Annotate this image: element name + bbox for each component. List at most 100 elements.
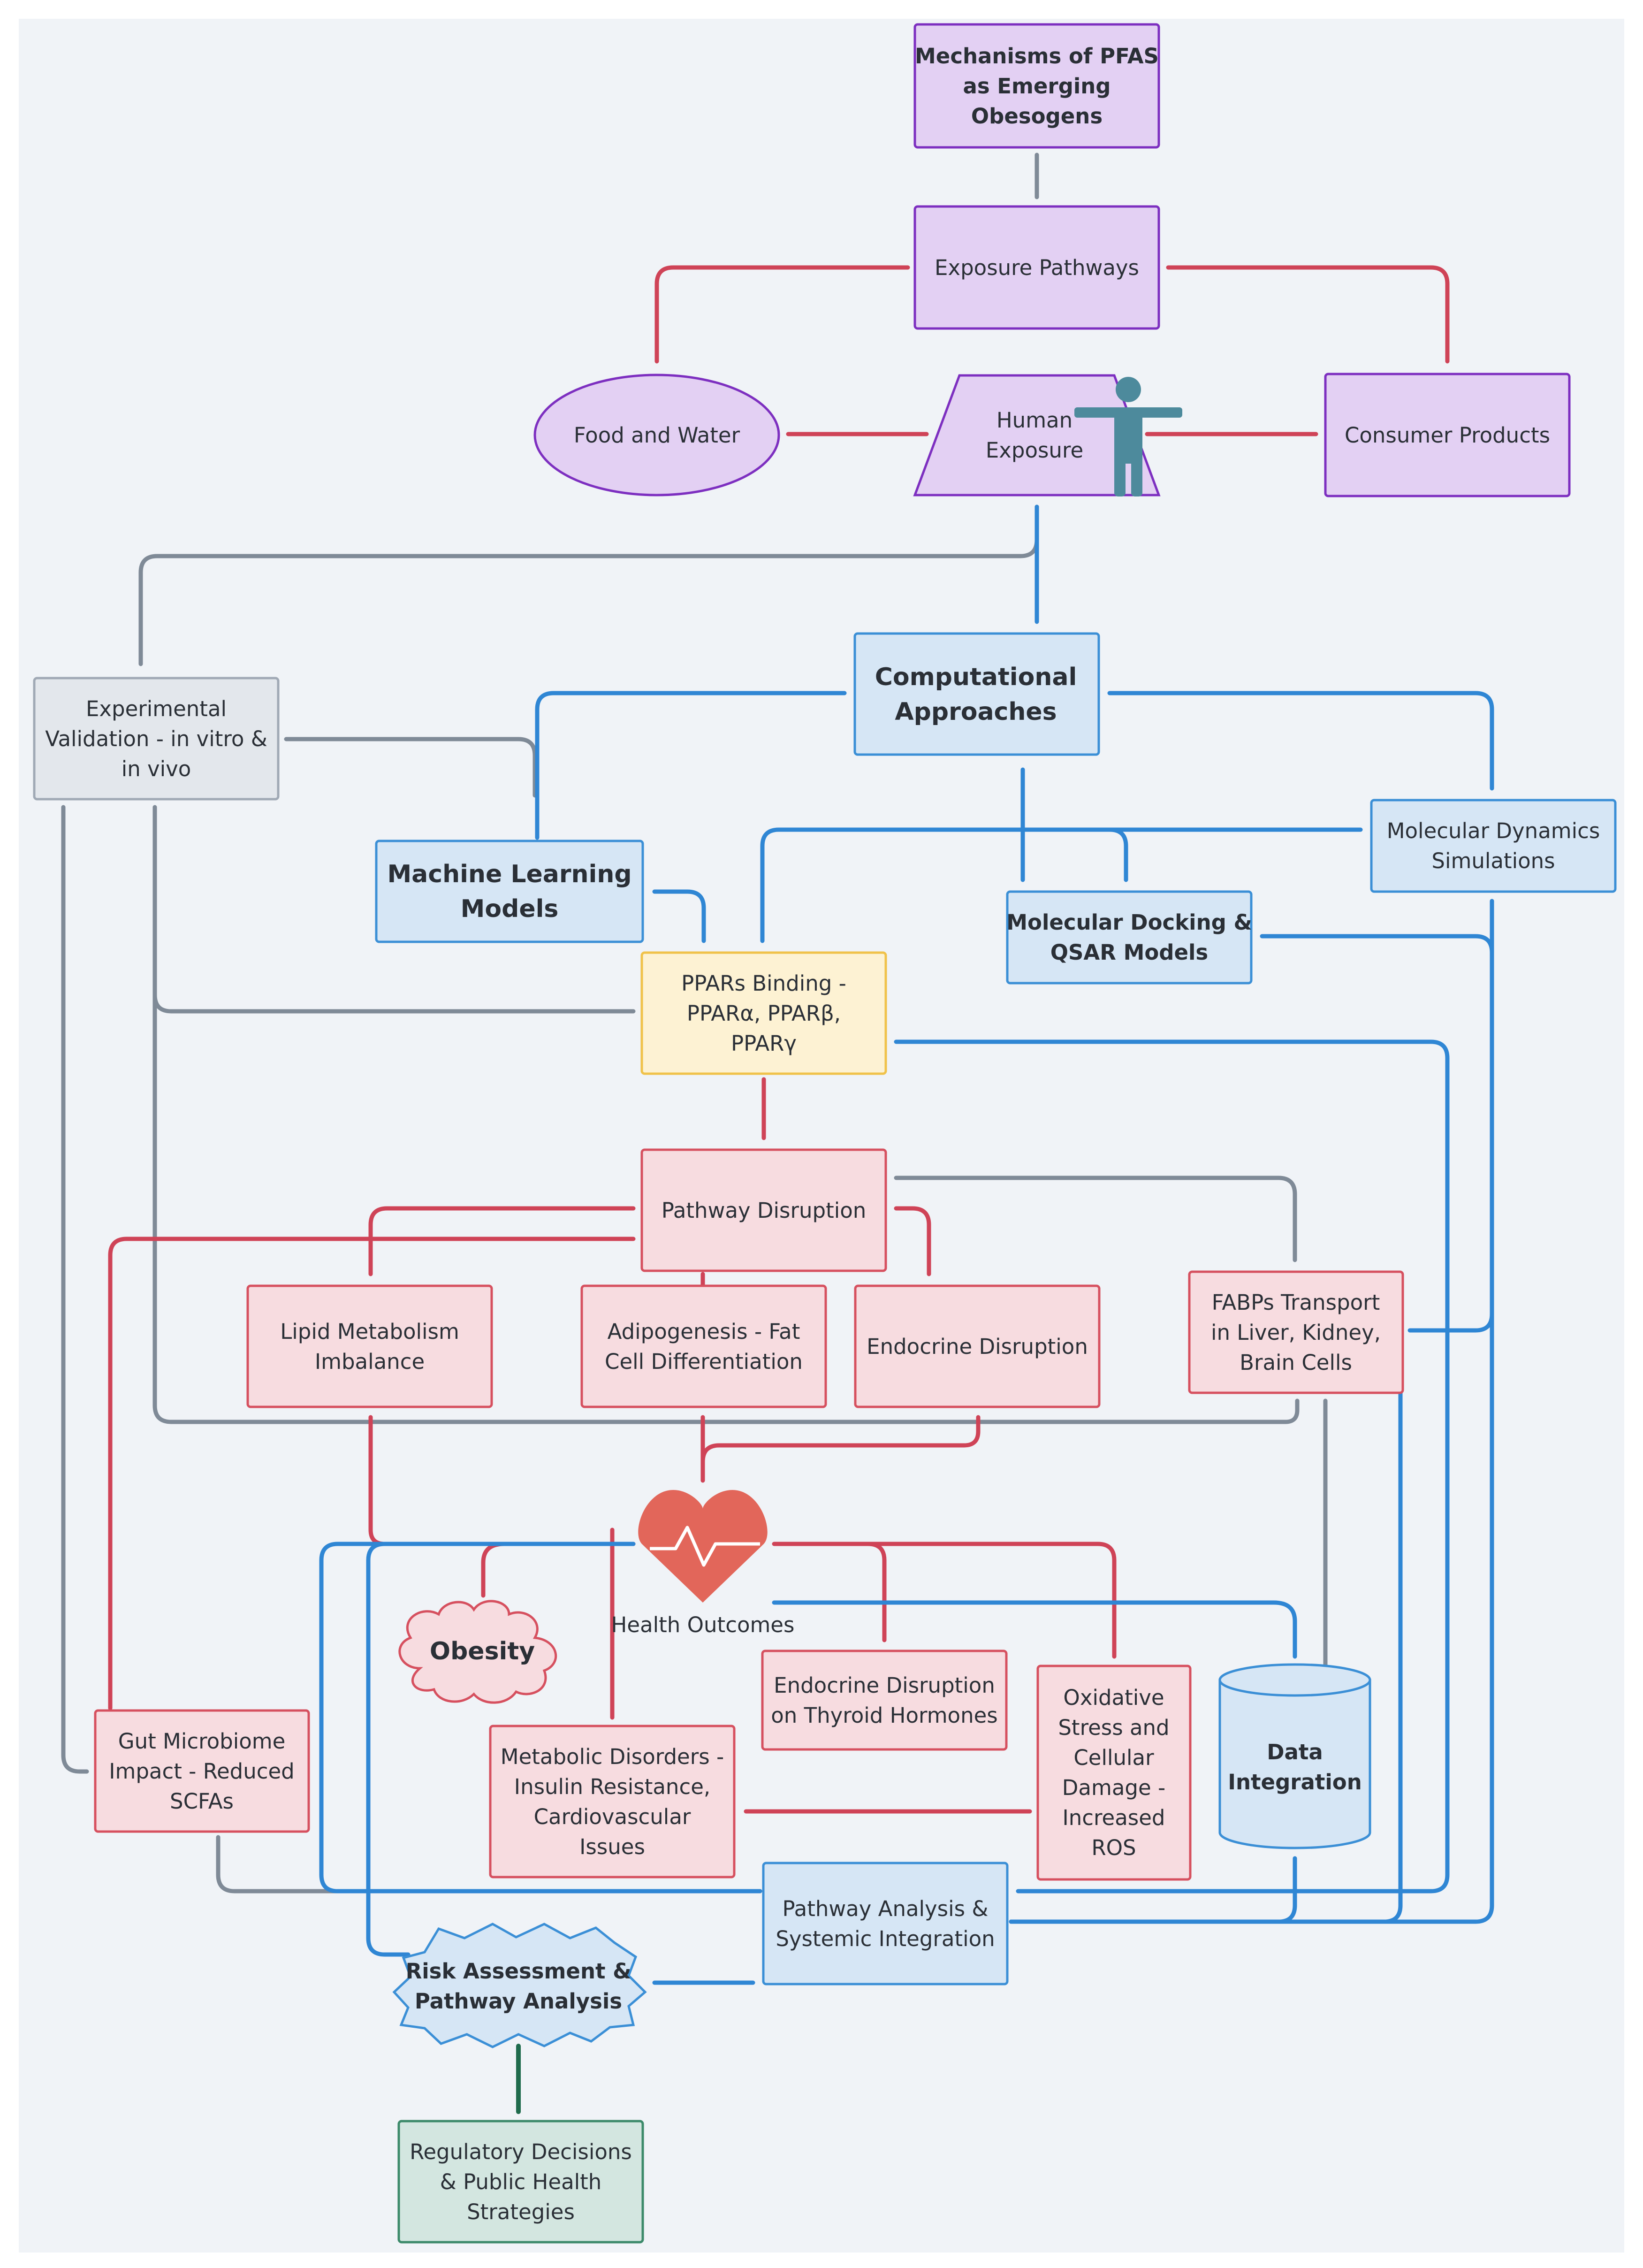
label-line: Adipogenesis - Fat	[608, 1319, 800, 1344]
node-food-water-label: Food and Water	[574, 423, 740, 448]
node-health-outcomes[interactable]: Health Outcomes	[611, 1490, 795, 1637]
label-line: PPARα, PPARβ,	[687, 1001, 841, 1026]
node-obesity[interactable]: Obesity	[398, 1600, 557, 1704]
edge-pathway-to-endocrine	[894, 1206, 931, 1276]
edge-md-to-pathway-analysis	[1009, 899, 1494, 1924]
edge-exposure-to-consumer	[1166, 265, 1450, 364]
label-line: Issues	[579, 1834, 645, 1859]
node-endocrine-disruption-label: Endocrine Disruption	[867, 1334, 1088, 1359]
node-endocrine-disruption[interactable]: Endocrine Disruption	[854, 1284, 1101, 1408]
node-fabps-transport-label: FABPs Transport in Liver, Kidney, Brain Ce…	[1211, 1290, 1381, 1375]
label-line: Data	[1267, 1740, 1323, 1764]
node-endocrine-thyroid[interactable]: Endocrine Disruption on Thyroid Hormones	[761, 1649, 1008, 1751]
edge-docking-loop	[783, 827, 1128, 882]
label-line: Machine Learning	[387, 860, 631, 888]
edge-experimental-to-gut	[61, 805, 89, 1774]
label-line: on Thyroid Hormones	[771, 1703, 998, 1728]
edge-pathway-analysis-to-fabps	[1009, 1387, 1403, 1924]
node-exposure-pathways-label: Exposure Pathways	[935, 255, 1139, 280]
label-line: PPARγ	[731, 1031, 797, 1056]
label-line: Systemic Integration	[776, 1926, 995, 1951]
node-pathway-disruption[interactable]: Pathway Disruption	[640, 1148, 887, 1272]
node-ppars-binding[interactable]: PPARs Binding - PPARα, PPARβ, PPARγ	[640, 951, 887, 1075]
node-consumer-products-label: Consumer Products	[1345, 423, 1550, 448]
label-line: Endocrine Disruption	[774, 1673, 995, 1698]
label-line: Human	[996, 408, 1073, 433]
label-line: Oxidative	[1063, 1685, 1164, 1710]
label-line: Consumer Products	[1345, 423, 1550, 448]
label-line: Experimental	[86, 696, 227, 721]
node-risk-assessment[interactable]: Risk Assessment &Pathway Analysis	[392, 1923, 647, 2048]
label-line: SCFAs	[170, 1789, 234, 1814]
edge-computational-to-md	[1107, 691, 1494, 791]
label-line: as Emerging	[963, 74, 1111, 99]
heartbeat-line	[650, 1526, 760, 1567]
label-line: Damage -	[1062, 1775, 1165, 1800]
edge-experimental-to-ml	[284, 737, 537, 798]
node-molecular-docking-label: Molecular Docking & QSAR Models	[1006, 910, 1252, 965]
edge-ml-to-ppars	[652, 889, 706, 943]
label-line: Models	[461, 895, 559, 923]
label-line: Strategies	[467, 2199, 575, 2224]
node-health-outcomes-label: Health Outcomes	[611, 1612, 795, 1637]
label-line: Obesogens	[971, 104, 1103, 129]
edge-data-to-pathway-analysis	[1009, 1856, 1297, 1924]
node-obesity-label: Obesity	[430, 1637, 535, 1665]
label-line: Approaches	[895, 698, 1057, 726]
edge-gut-to-pathway	[108, 1237, 636, 1711]
node-food-water[interactable]: Food and Water	[533, 374, 780, 496]
label-line: Gut Microbiome	[118, 1729, 286, 1754]
edge-exposure-to-food	[654, 265, 910, 364]
label-line: FABPs Transport	[1212, 1290, 1380, 1315]
label-line: Exposure	[986, 438, 1083, 463]
label-line: Molecular Dynamics	[1387, 818, 1600, 843]
label-line: Regulatory Decisions	[410, 2139, 632, 2164]
node-metabolic-disorders[interactable]: Metabolic Disorders -Insulin Resistance,…	[489, 1725, 736, 1879]
label-line: Food and Water	[574, 423, 740, 448]
label-line: Simulations	[1431, 848, 1555, 873]
label-line: PPARs Binding -	[681, 971, 846, 996]
person-icon	[1074, 377, 1182, 496]
edge-computational-to-ml	[535, 691, 847, 840]
label-line: Molecular Docking &	[1006, 910, 1252, 935]
node-consumer-products[interactable]: Consumer Products	[1324, 373, 1571, 497]
label-line: Impact - Reduced	[109, 1759, 295, 1784]
edge-pathway-analysis-to-gut	[216, 1835, 762, 1894]
edge-experimental-to-fabps	[152, 993, 1300, 1424]
starburst-shape	[392, 1923, 647, 2048]
label-line: QSAR Models	[1050, 940, 1208, 965]
node-endocrine-thyroid-label: Endocrine Disruption on Thyroid Hormones	[771, 1673, 998, 1728]
node-metabolic-disorders-label: Metabolic Disorders -Insulin Resistance,…	[501, 1744, 724, 1859]
edge-endocrine-to-health	[700, 1415, 981, 1464]
label-line: Integration	[1228, 1770, 1362, 1795]
label-line: Validation - in vitro &	[45, 726, 267, 751]
node-molecular-docking[interactable]: Molecular Docking & QSAR Models	[1006, 890, 1253, 985]
node-exposure-pathways[interactable]: Exposure Pathways	[913, 205, 1160, 330]
cloud-shape	[398, 1600, 557, 1704]
label-line: Imbalance	[315, 1349, 425, 1374]
label-line: Brain Cells	[1240, 1350, 1352, 1375]
node-fabps-transport[interactable]: FABPs Transport in Liver, Kidney, Brain Ce…	[1188, 1270, 1404, 1394]
node-pathway-analysis[interactable]: Pathway Analysis &Systemic Integration	[762, 1862, 1009, 1985]
label-line: in Liver, Kidney,	[1211, 1320, 1381, 1345]
